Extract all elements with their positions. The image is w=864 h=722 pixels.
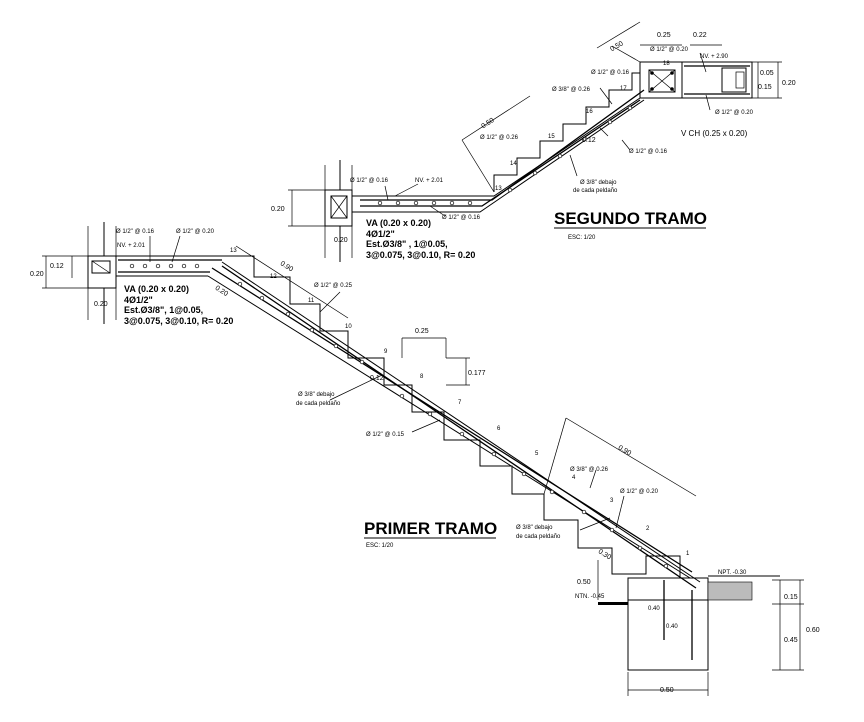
seg-dim-022: 0.22	[693, 32, 707, 39]
seg-bar-026-b: Ø 1/2" @ 0.26	[480, 135, 519, 141]
pri-dim-012: 0.12	[50, 263, 64, 270]
pri-bar-020-b: Ø 1/2" @ 0.20	[620, 489, 659, 495]
pri-dim-030: 0.30	[597, 548, 612, 561]
seg-dim-020-left: 0.20	[271, 206, 285, 213]
pri-bar-020-top: Ø 1/2" @ 0.20	[176, 229, 215, 235]
seg-va-title: VA (0.20 x 0.20)	[366, 218, 431, 228]
seg-dim-025: 0.25	[657, 32, 671, 39]
pri-dim-050-a: 0.50	[577, 579, 591, 586]
floor-fill	[707, 581, 753, 601]
pri-va-bars: 4Ø1/2"	[124, 295, 153, 305]
pri-step-3: 3	[610, 498, 614, 504]
seg-step-16: 16	[586, 109, 593, 115]
pri-dim-015: 0.15	[784, 594, 798, 601]
pri-bar-debajo-1: Ø 3/8" debajo	[298, 392, 335, 398]
seg-nv-290: NV. + 2.90	[700, 54, 729, 60]
vch-stirrup	[648, 69, 676, 93]
seg-step-14: 14	[510, 161, 517, 167]
seg-bar-debajo-1: Ø 3/8" debajo	[580, 180, 617, 186]
pri-bar-016-top: Ø 1/2" @ 0.16	[116, 229, 155, 235]
seg-step-15: 15	[548, 134, 555, 140]
pri-step-8: 8	[420, 374, 424, 380]
pri-dim-040-b: 0.40	[666, 624, 678, 630]
pri-step-11: 11	[308, 298, 315, 304]
pri-npt: NPT. -0.30	[718, 570, 747, 576]
primer-step-numbers: 1 2 3 4 5 6 7 8 9 10 11 12 13	[230, 248, 690, 557]
seg-bar-top-020: Ø 1/2" @ 0.20	[650, 47, 689, 53]
pri-bar-026-b: Ø 3/8" @ 0.26	[570, 467, 609, 473]
pri-dim-090-bottom: 0.90	[617, 444, 632, 457]
seg-bar-debajo-2: de cada peldaño	[573, 188, 618, 194]
seg-bar-016-c: Ø 1/2" @ 0.16	[350, 178, 389, 184]
seg-dim-005: 0.05	[760, 70, 774, 77]
pri-step-6: 6	[497, 426, 501, 432]
pri-step-5: 5	[535, 451, 539, 457]
seg-vch: V CH (0.25 x 0.20)	[681, 129, 748, 138]
seg-va-bars: 4Ø1/2"	[366, 229, 395, 239]
segundo-rebar-dots	[377, 105, 633, 206]
pri-step-13: 13	[230, 248, 237, 254]
seg-va-est: Est.Ø3/8" , 1@0.05,	[366, 239, 448, 249]
seg-bar-026-a: Ø 3/8" @ 0.26	[552, 87, 591, 93]
seg-dim-012: 0.12	[582, 137, 596, 144]
seg-dim-050-mid: 0.50	[480, 117, 495, 130]
seg-bar-016-d: Ø 1/2" @ 0.16	[442, 215, 481, 221]
segundo-tramo	[288, 21, 782, 262]
pri-va-title: VA (0.20 x 0.20)	[124, 284, 189, 294]
pri-bar-debajo-2: de cada peldaño	[296, 401, 341, 407]
seg-dim-015: 0.15	[758, 84, 772, 91]
pri-step-2: 2	[646, 526, 650, 532]
seg-dim-020-bottom: 0.20	[334, 237, 348, 244]
seg-dim-020-right: 0.20	[782, 80, 796, 87]
segundo-steps	[493, 72, 640, 192]
vch-beam	[639, 61, 683, 99]
seg-step-13: 13	[495, 186, 502, 192]
seg-step-18: 18	[663, 61, 670, 67]
seg-dim-050-top: 0.50	[609, 40, 624, 53]
pri-dim-090-top: 0.90	[279, 260, 294, 273]
pri-dim-020-bottom: 0.20	[94, 301, 108, 308]
pri-va-est: Est.Ø3/8", 1@0.05,	[124, 305, 203, 315]
pri-step-12: 12	[270, 274, 277, 280]
seg-nv-201: NV. + 2.01	[415, 178, 444, 184]
primer-scale: ESC: 1/20	[366, 543, 394, 549]
seg-bar-016-b: Ø 1/2" @ 0.16	[629, 149, 668, 155]
pri-dim-0177: 0.177	[468, 370, 486, 377]
primer-title: PRIMER TRAMO	[364, 519, 497, 538]
primer-landing-dots	[129, 263, 200, 269]
pri-dim-040-a: 0.40	[648, 606, 660, 612]
pri-ntn: NTN. -0.45	[575, 594, 605, 600]
pri-dim-025: 0.25	[415, 328, 429, 335]
pri-bar-debajo-3: Ø 3/8" debajo	[516, 525, 553, 531]
seg-va-est2: 3@0.075, 3@0.10, R= 0.20	[366, 250, 475, 260]
seg-bar-020-right: Ø 1/2" @ 0.20	[715, 110, 754, 116]
seg-step-17: 17	[620, 86, 627, 92]
segundo-title: SEGUNDO TRAMO	[554, 209, 707, 228]
pri-step-7: 7	[458, 400, 462, 406]
primer-tramo	[42, 222, 804, 696]
primer-steps	[232, 255, 696, 579]
segundo-scale: ESC: 1/20	[568, 235, 596, 241]
pri-step-1: 1	[686, 551, 690, 557]
pri-dim-045: 0.45	[784, 637, 798, 644]
pri-dim-012b: 0.12	[370, 375, 384, 382]
seg-bar-016-a: Ø 1/2" @ 0.16	[591, 70, 630, 76]
pri-bar-debajo-4: de cada peldaño	[516, 534, 561, 540]
segundo-step-numbers: 13 14 15 16 17 18	[495, 61, 670, 192]
pri-dim-060: 0.60	[806, 627, 820, 634]
footing	[627, 577, 709, 671]
primer-rebar-dots	[237, 281, 669, 569]
pri-step-9: 9	[384, 349, 388, 355]
pri-step-4: 4	[572, 475, 576, 481]
pri-nv-201: NV. + 2.01	[117, 243, 146, 249]
pri-dim-020-slab: 0.20	[214, 285, 229, 298]
pri-bar-015: Ø 1/2" @ 0.15	[366, 432, 405, 438]
pri-dim-020-left: 0.20	[30, 271, 44, 278]
pri-va-est2: 3@0.075, 3@0.10, R= 0.20	[124, 316, 233, 326]
pri-bar-026-top: Ø 1/2" @ 0.25	[314, 283, 353, 289]
pri-dim-050-bottom: 0.50	[660, 687, 674, 694]
pri-step-10: 10	[345, 324, 352, 330]
